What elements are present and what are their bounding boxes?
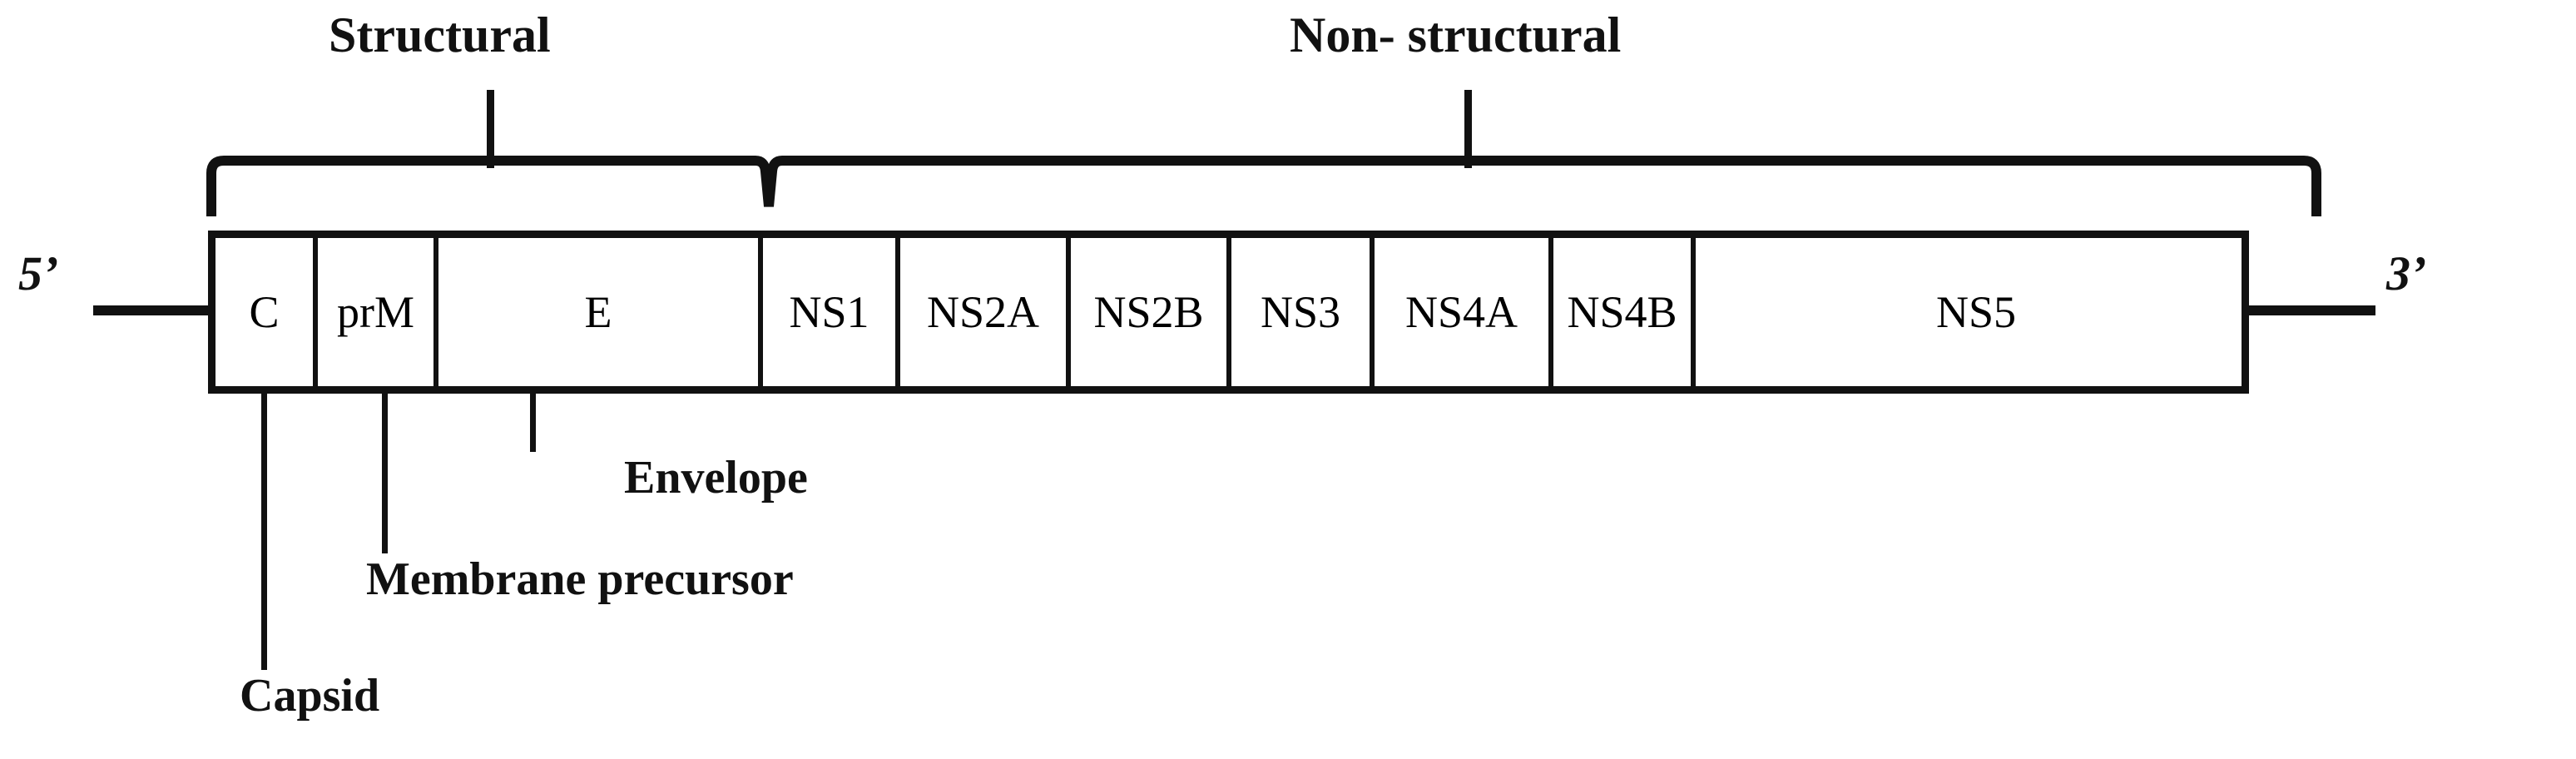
annotation-membrane-precursor: Membrane precursor bbox=[366, 553, 794, 605]
capsid-leader-line bbox=[261, 394, 267, 670]
gene-box-c[interactable]: C bbox=[249, 287, 280, 337]
three-prime-line bbox=[2247, 305, 2375, 315]
gene-box-ns2b[interactable]: NS2B bbox=[1066, 238, 1226, 386]
gene-box-ns4b[interactable]: NS4B bbox=[1548, 238, 1691, 386]
gene-box-ns1[interactable]: NS1 bbox=[758, 238, 895, 386]
annotation-envelope: Envelope bbox=[624, 452, 808, 504]
gene-box-e[interactable]: E bbox=[433, 238, 758, 386]
gene-box-ns5[interactable]: NS5 bbox=[1691, 238, 2256, 386]
three-prime-label: 3’ bbox=[2386, 246, 2427, 300]
gene-box-ns3[interactable]: NS3 bbox=[1226, 238, 1370, 386]
five-prime-label: 5’ bbox=[18, 246, 59, 300]
five-prime-line bbox=[93, 305, 211, 315]
membrane-precursor-leader-line bbox=[382, 394, 388, 553]
group-label-structural: Structural bbox=[329, 7, 551, 62]
gene-box-prm[interactable]: prM bbox=[313, 238, 433, 386]
genome-bar: C prM E NS1 NS2A NS2B NS3 NS4A NS4B NS5 bbox=[208, 231, 2249, 394]
gene-box-ns4a[interactable]: NS4A bbox=[1370, 238, 1548, 386]
group-label-non-structural: Non- structural bbox=[1290, 7, 1622, 62]
gene-box-ns2a[interactable]: NS2A bbox=[895, 238, 1066, 386]
genome-brace bbox=[206, 156, 2321, 216]
envelope-leader-line bbox=[530, 394, 536, 452]
non-structural-tick-stem bbox=[1464, 90, 1472, 168]
structural-tick-stem bbox=[487, 90, 494, 168]
annotation-capsid: Capsid bbox=[240, 670, 380, 722]
